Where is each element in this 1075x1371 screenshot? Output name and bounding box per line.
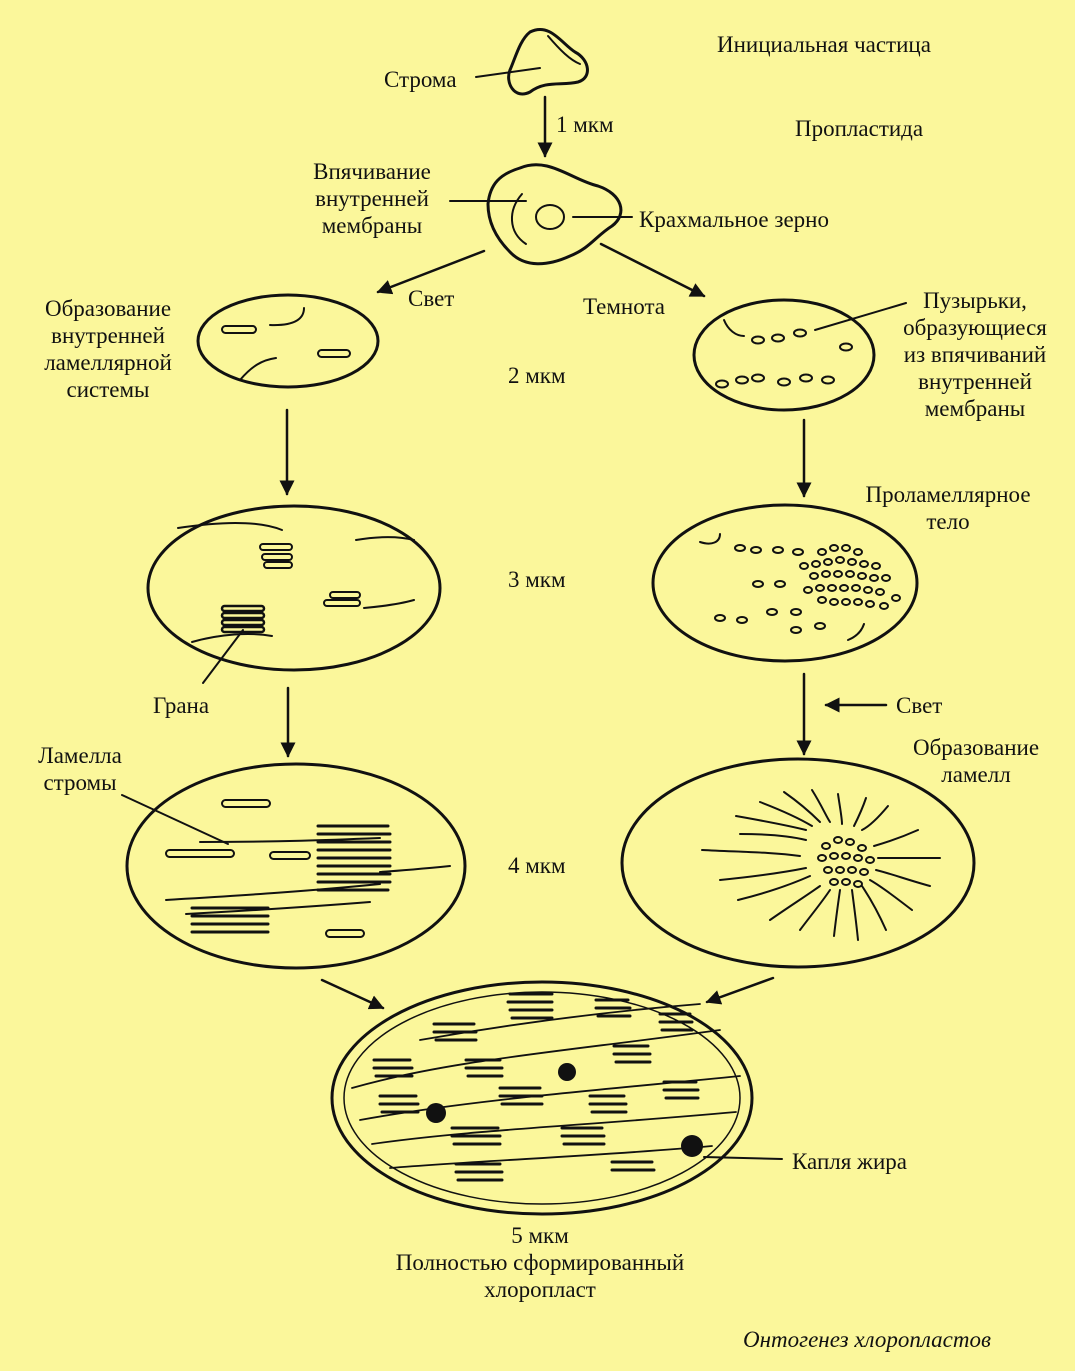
fat-drop-label: Капля жира — [792, 1149, 907, 1174]
vesicles-line-4: внутренней — [918, 369, 1032, 394]
scale-5um: 5 мкм — [511, 1223, 569, 1248]
starch-grain — [535, 204, 565, 230]
invagination-label: Впячивание внутренней мембраны — [296, 158, 448, 239]
final-label: 5 мкм Полностью сформированный хлороплас… — [340, 1222, 740, 1303]
prolamellar-line-2: тело — [926, 509, 970, 534]
invagination-line-3: мембраны — [321, 213, 423, 238]
plastid-right-4um — [620, 757, 976, 969]
scale-4um: 4 мкм — [508, 853, 566, 878]
plastid-left-3um — [146, 504, 442, 672]
plastid-right-3um — [651, 503, 919, 663]
prolamellar-body — [714, 544, 901, 634]
arrow-darkness — [599, 242, 706, 298]
plastid-left-2um — [196, 293, 380, 389]
initial-particle — [507, 28, 589, 96]
mature-chloroplast — [330, 980, 754, 1216]
plastid-right-2um — [692, 298, 876, 412]
formation-line-4: системы — [66, 377, 150, 402]
vesicles-line-2: образующиеся — [903, 315, 1047, 340]
final-line-2: хлоропласт — [484, 1277, 596, 1302]
lamella-formation-line-1: Образование — [912, 735, 1040, 760]
grana-label: Грана — [153, 693, 210, 718]
lamella-formation-line-2: ламелл — [941, 762, 1011, 787]
scale-1um: 1 мкм — [556, 112, 614, 137]
lamella-line-2: стромы — [43, 770, 117, 795]
arrow-to-mature-right — [705, 976, 775, 1005]
figure-caption: Онтогенез хлоропластов — [743, 1327, 991, 1352]
invagination-line-1: Впячивание — [313, 159, 431, 184]
invagination-line-2: внутренней — [315, 186, 429, 211]
vesicles-line-5: мембраны — [924, 396, 1026, 421]
light-right-label: Свет — [896, 693, 943, 718]
scale-3um: 3 мкм — [508, 567, 566, 592]
initial-particle-label: Инициальная частица — [717, 32, 931, 57]
plastid-left-4um — [125, 762, 467, 970]
grana — [220, 604, 266, 634]
proplastid — [486, 163, 623, 266]
proplastid-label: Пропластида — [795, 116, 924, 141]
vesicles-label: Пузырьки, образующиеся из впячиваний вну… — [880, 287, 1070, 422]
scale-2um: 2 мкм — [508, 363, 566, 388]
lamella-label: Ламелла стромы — [20, 742, 140, 796]
fat-drops — [426, 1063, 703, 1157]
formation-line-1: Образование — [44, 296, 172, 321]
formation-label: Образование внутренней ламеллярной систе… — [22, 295, 194, 403]
formation-line-3: ламеллярной — [44, 350, 172, 375]
light-left-label: Свет — [408, 286, 455, 311]
prolamellar-line-1: Проламеллярное — [865, 482, 1031, 507]
arrow-light-left — [376, 249, 486, 295]
lamella-formation-label: Образование ламелл — [893, 734, 1059, 788]
starch-grain-label: Крахмальное зерно — [639, 207, 829, 232]
final-line-1: Полностью сформированный — [395, 1250, 685, 1275]
lamella-line-1: Ламелла — [38, 743, 122, 768]
vesicles-line-3: из впячиваний — [903, 342, 1047, 367]
formation-line-2: внутренней — [51, 323, 165, 348]
stroma-label: Строма — [384, 67, 457, 92]
arrow-to-mature-left — [320, 978, 385, 1010]
darkness-label: Темнота — [583, 294, 665, 319]
prolamellar-label: Проламеллярное тело — [842, 481, 1054, 535]
vesicles-line-1: Пузырьки, — [923, 288, 1027, 313]
